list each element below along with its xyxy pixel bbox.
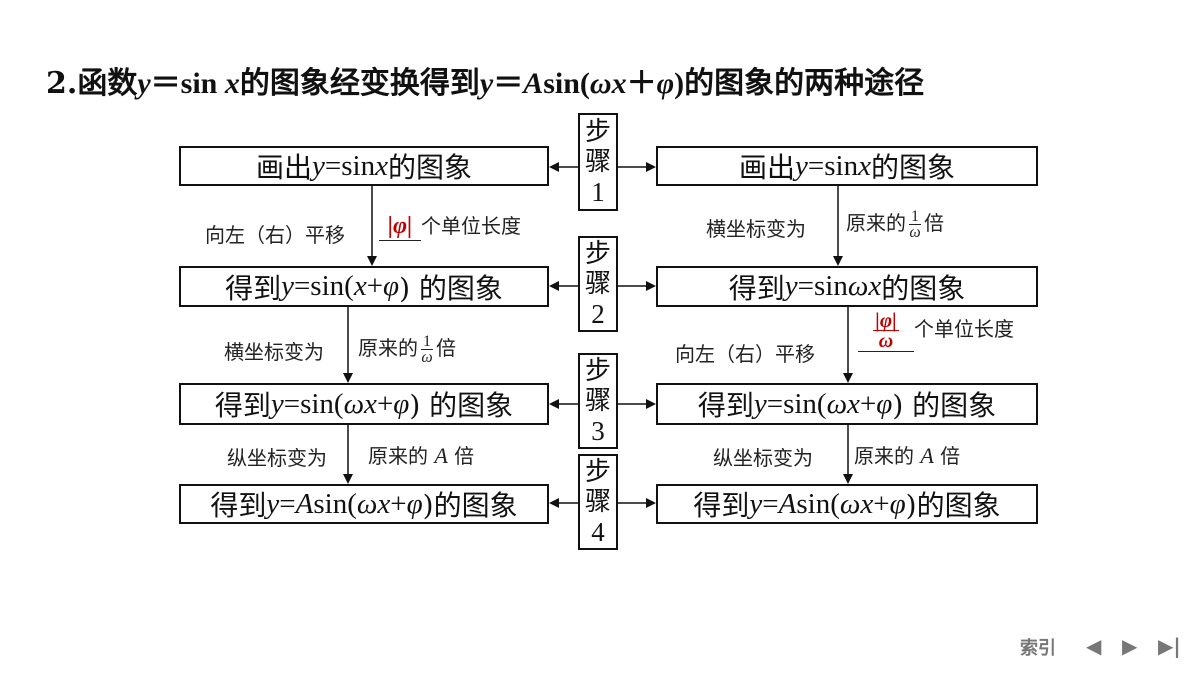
left-label-3-text: 纵坐标变为 [227,446,327,470]
right-label-1-text: 横坐标变为 [706,217,806,241]
index-link[interactable]: 索引 [1020,638,1056,659]
left-box-2: 得到 y=sin(x+ φ ) 的图象 [179,266,549,307]
prev-page-icon[interactable]: ◀ [1086,634,1102,658]
last-page-icon[interactable]: ▶| [1158,634,1181,658]
right-label-3-scale: 原来的 A 倍 [854,443,961,468]
right-label-2-text: 向左（右）平移 [675,342,815,366]
left-label-1-answer: |φ|个单位长度 [379,210,521,241]
left-label-3-scale: 原来的 A 倍 [368,443,475,468]
fraction-phi-over-omega: |φ| ω [873,310,899,351]
page-title: 2.函数y＝sin x的图象经变换得到y＝Asin(ωx＋φ)的图象的两种途径 [46,66,925,101]
right-box-3: 得到 y=sin( ωx+ φ ) 的图象 [656,383,1038,425]
right-label-2-answer: |φ| ω 个单位长度 [858,310,1014,352]
right-box-2: 得到 y=sin ωx 的图象 [656,266,1038,307]
right-label-3-text: 纵坐标变为 [713,446,813,470]
left-label-2-text: 横坐标变为 [224,340,324,364]
next-page-icon[interactable]: ▶ [1122,634,1138,658]
left-label-1-text: 向左（右）平移 [205,223,345,247]
